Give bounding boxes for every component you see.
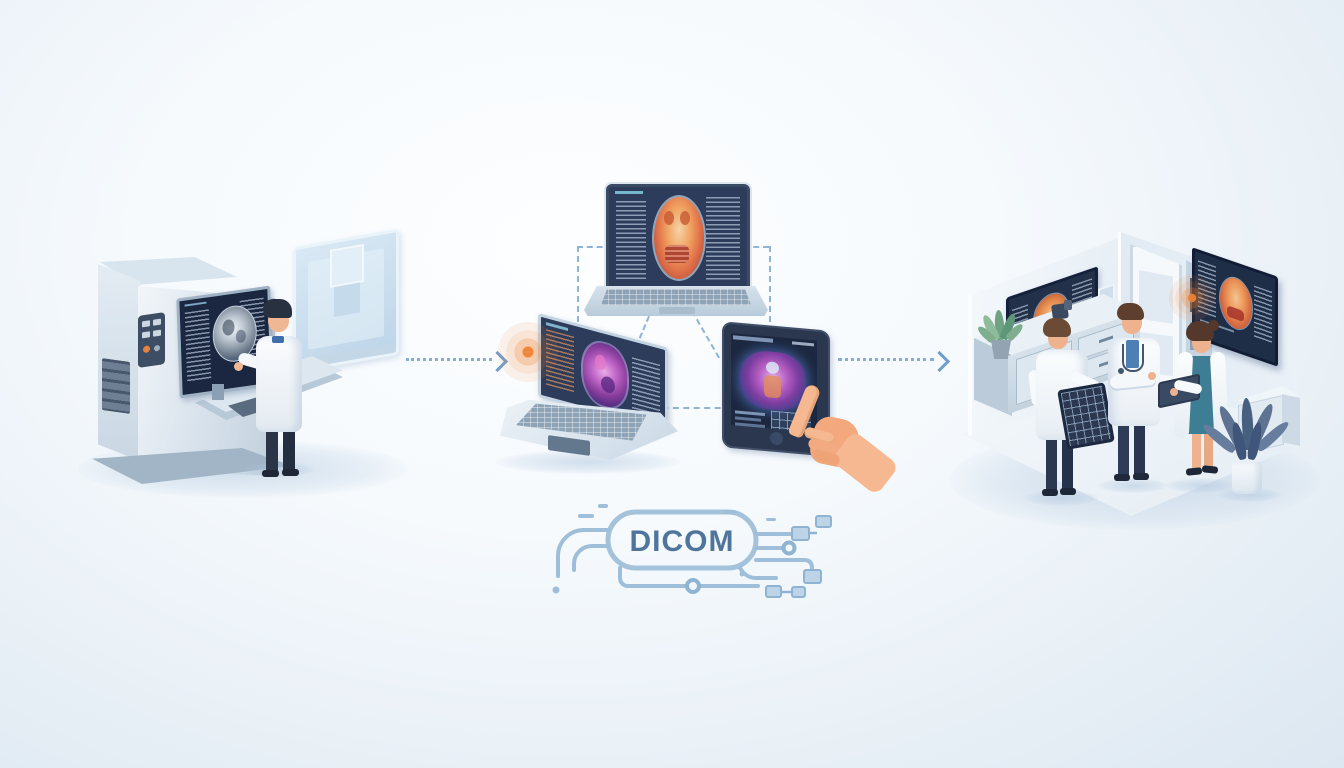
purple-brain-scan <box>581 335 629 415</box>
plant-pot <box>990 340 1012 359</box>
technician-shoe <box>282 469 299 476</box>
scan-detail <box>680 211 690 225</box>
doctor-leg-skin <box>1204 428 1213 470</box>
doctor-laptop-shadow <box>1166 478 1236 493</box>
screen-text-right <box>632 357 660 417</box>
screen-text-right <box>706 197 740 281</box>
doctor-leg <box>1118 420 1129 478</box>
doctor-leg <box>1134 420 1145 478</box>
counter-device-part <box>1064 300 1072 310</box>
panel-button <box>142 320 150 328</box>
technician-lab-coat <box>256 336 302 432</box>
scanner-vent <box>102 358 130 414</box>
scan-detail <box>1227 305 1244 323</box>
screen-title-line <box>615 191 643 194</box>
doctor-shoe <box>1133 473 1149 480</box>
doctor-hair <box>1117 303 1144 320</box>
scan-detail <box>664 211 674 225</box>
network-link-bottom <box>652 407 752 409</box>
network-link-left <box>577 246 579 332</box>
network-link-right <box>769 246 771 332</box>
technician-shadow <box>244 462 314 477</box>
screen-text-left <box>616 201 646 279</box>
scan-detail <box>222 318 235 337</box>
arrow-dotted-line <box>838 358 934 361</box>
dicom-circuit-emblem: DICOM <box>528 496 840 606</box>
technician-leg <box>266 428 278 476</box>
light-panel-film-2 <box>334 282 360 318</box>
doctor-hair <box>1043 318 1071 337</box>
tablet-text-line <box>735 410 765 417</box>
monitor-text-left <box>184 309 212 383</box>
flow-arrow-right <box>838 350 954 373</box>
doctor-shoe <box>1114 474 1130 481</box>
plant-pot-white <box>1232 462 1262 494</box>
doctor-crossed-shadow <box>1098 478 1168 493</box>
scan-detail <box>766 361 779 375</box>
doctor-hand <box>1170 388 1178 396</box>
panel-button <box>153 329 161 337</box>
doctor-leg <box>1062 433 1073 493</box>
tablet-statusbar-text <box>792 341 814 347</box>
stethoscope-icon <box>1122 344 1144 372</box>
tablet-text-line <box>735 422 765 429</box>
technician-collar <box>272 336 284 343</box>
signal-glow-icon <box>494 318 562 386</box>
panel-orange-indicator <box>143 345 150 354</box>
technician-leg <box>283 428 295 475</box>
monitor-title-line <box>184 301 207 307</box>
scanner-control-panel <box>138 312 165 368</box>
panel-button <box>153 318 161 326</box>
panel-gray-indicator <box>154 344 160 352</box>
doctor-hand <box>1148 372 1156 380</box>
light-panel-film <box>330 243 364 288</box>
hair-bun <box>1208 320 1219 331</box>
tablet-purple-scan <box>740 348 806 413</box>
arrow-dotted-line <box>406 358 492 361</box>
orange-skull-scan-small <box>1219 271 1253 336</box>
monitor-stand <box>212 384 224 400</box>
doctor-shoe <box>1060 488 1076 495</box>
laptop-top-touchpad <box>659 307 695 314</box>
technician-hair <box>263 299 292 318</box>
technician-hand <box>234 362 243 371</box>
scan-detail <box>235 329 247 344</box>
screen-text-right <box>1254 285 1272 344</box>
arrow-chevron-icon <box>928 350 951 373</box>
doctor-hair <box>1186 321 1214 341</box>
doctor-shoe <box>1042 489 1058 496</box>
scan-detail <box>595 353 606 372</box>
tablet-statusbar <box>733 335 773 343</box>
scan-detail <box>601 374 615 395</box>
orange-skull-scan <box>652 195 706 281</box>
panel-button <box>142 331 150 339</box>
technician-shoe <box>262 470 279 477</box>
doctor-leg <box>1046 432 1057 494</box>
laptop-top-screen <box>606 184 750 292</box>
dicom-circuit-svg: DICOM <box>552 504 832 598</box>
scan-detail <box>764 374 781 399</box>
laptop-top-keyboard <box>601 289 751 305</box>
alert-glow-icon <box>1166 272 1218 324</box>
tablet-text-line <box>735 416 761 422</box>
side-cabinet-side <box>1282 394 1300 446</box>
scan-detail-jaw <box>665 245 689 263</box>
flow-arrow-left <box>406 350 510 373</box>
stethoscope-chestpiece <box>1118 368 1124 374</box>
aloe-plant <box>975 308 1025 368</box>
tablet-home-button <box>770 431 783 446</box>
held-tablet <box>1057 382 1115 450</box>
doctor-leg-skin <box>1192 428 1201 472</box>
dicom-label: DICOM <box>630 525 735 558</box>
